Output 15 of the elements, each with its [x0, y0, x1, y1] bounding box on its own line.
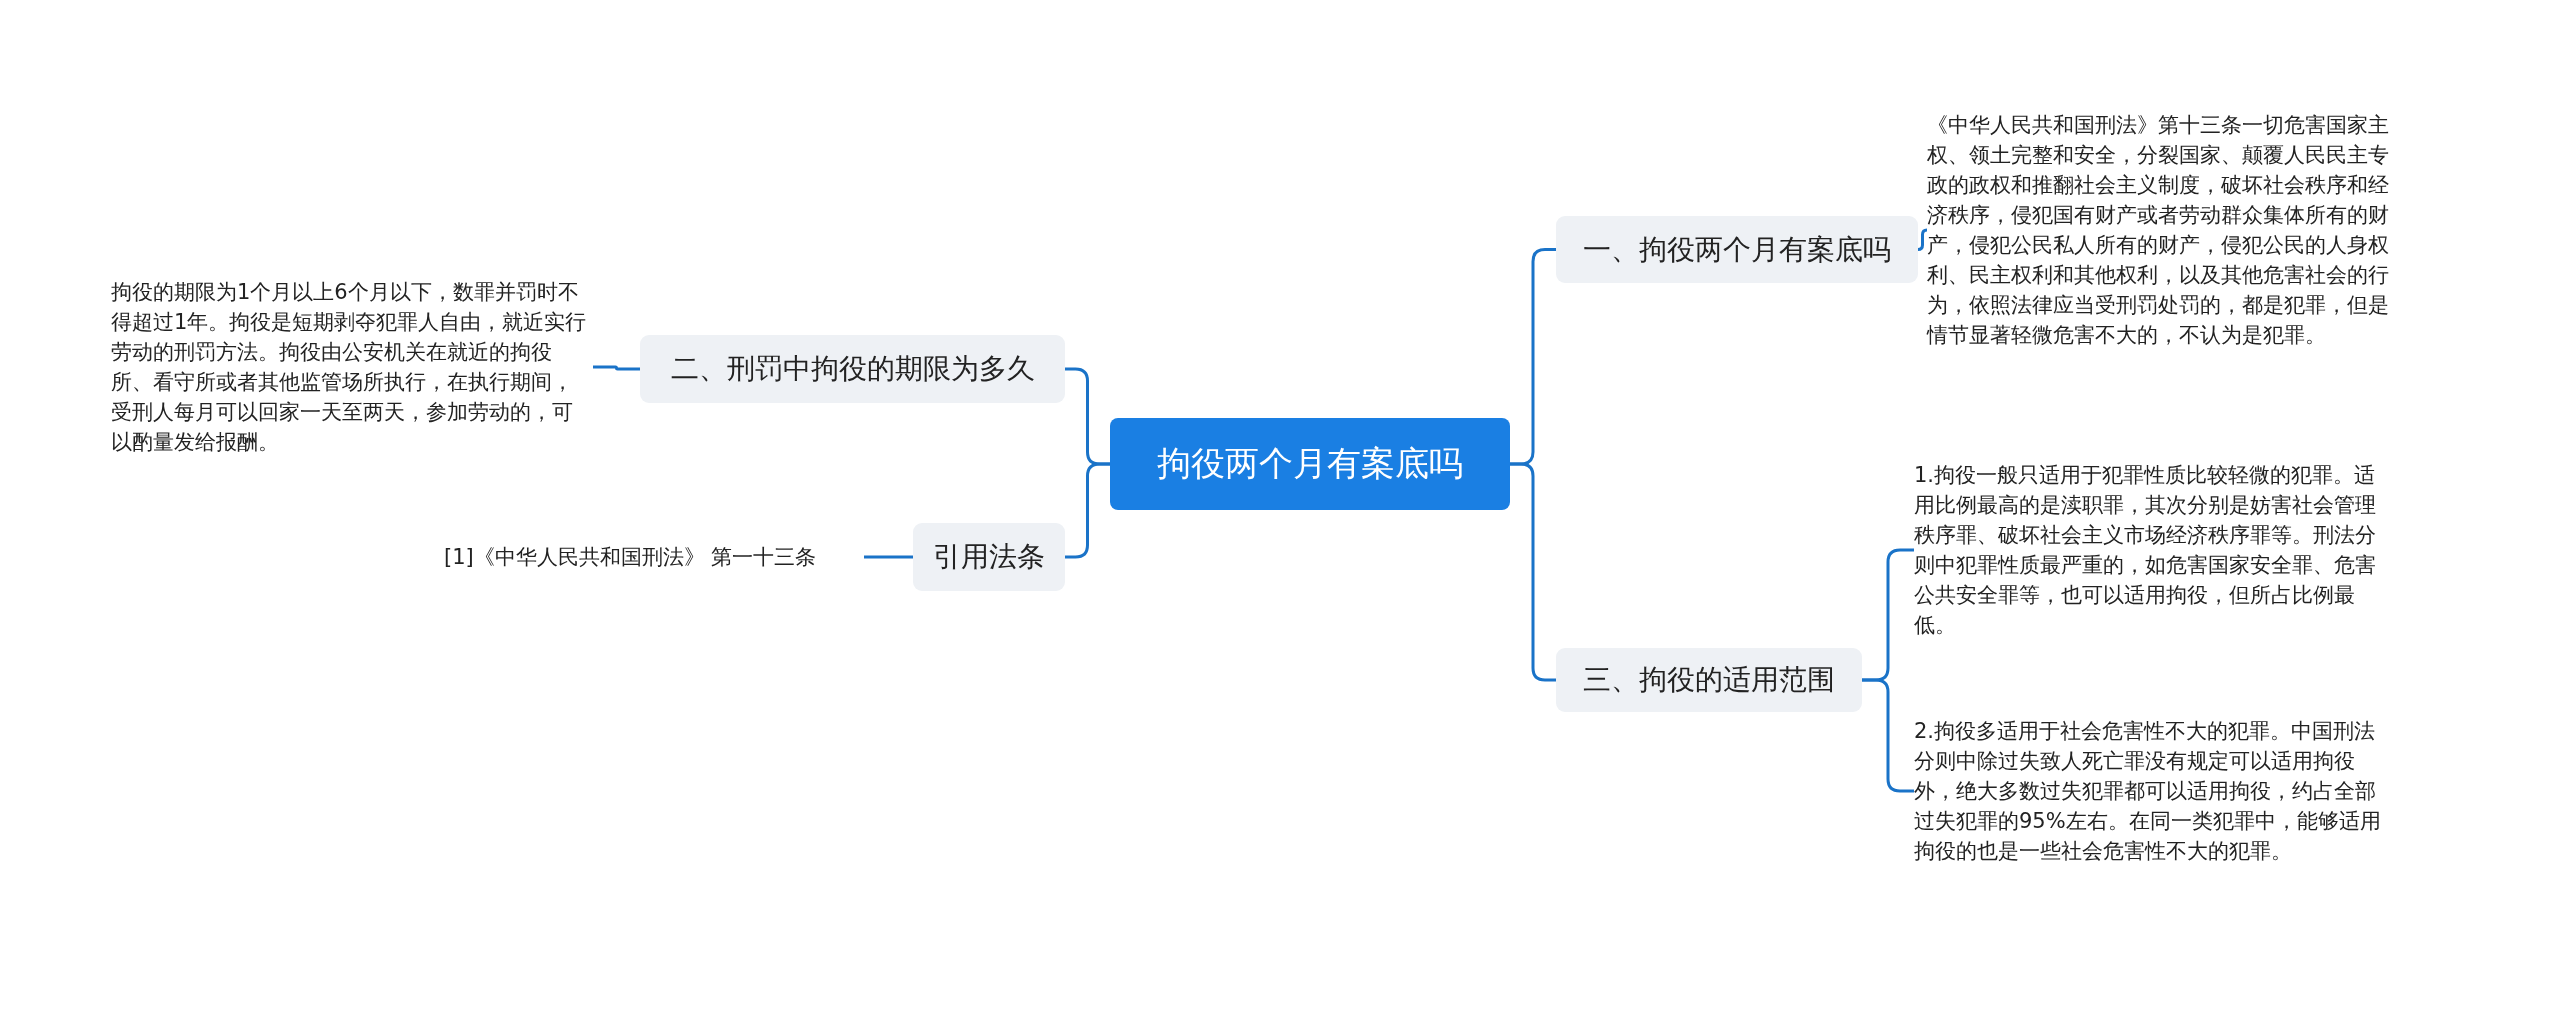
note-text: 2.拘役多适用于社会危害性不大的犯罪。中国刑法分则中除过失致人死亡罪没有规定可以适用拘役外，绝大多数过失犯罪都可以适用拘役，约占全部过失犯罪的95%左右。在同一类犯罪中，能够适用拘役的也是一些社会危害性不大的犯罪。: [1914, 716, 2396, 866]
connector-line: [593, 365, 640, 371]
connector-line: [864, 555, 913, 559]
topic-box: 引用法条: [913, 523, 1065, 591]
note-text: 1.拘役一般只适用于犯罪性质比较轻微的犯罪。适用比例最高的是渎职罪，其次分别是妨害社会管理秩序罪、破坏社会主义市场经济秩序罪等。刑法分则中犯罪性质最严重的，如危害国家安全罪、危害公共安全罪等，也可以适用拘役，但所占比例最低。: [1914, 460, 2396, 640]
note-text: 拘役的期限为1个月以上6个月以下，数罪并罚时不得超过1年。拘役是短期剥夺犯罪人自由，就近实行劳动的刑罚方法。拘役由公安机关在就近的拘役所、看守所或者其他监管场所执行，在执行期间，受刑人每月可以回家一天至两天，参加劳动的，可以酌量发给报酬。: [111, 277, 593, 457]
topic-box: 二、刑罚中拘役的期限为多久: [640, 335, 1065, 403]
central-topic-box: 拘役两个月有案底吗: [1110, 418, 1510, 510]
connector-line: [1065, 462, 1110, 559]
connector-line: [1916, 228, 1929, 251]
connector-line: [1510, 462, 1556, 682]
note-text: [1]《中华人民共和国刑法》 第一十三条: [444, 542, 864, 572]
note-text: 《中华人民共和国刑法》第十三条一切危害国家主权、领土完整和安全，分裂国家、颠覆人民民主专政的政权和推翻社会主义制度，破坏社会秩序和经济秩序，侵犯国有财产或者劳动群众集体所有的财产，侵犯公民私人所有的财产，侵犯公民的人身权利、民主权利和其他权利，以及其他危害社会的行为，依照法律应当受刑罚处罚的，都是犯罪，但是情节显著轻微危害不大的，不认为是犯罪。: [1927, 110, 2409, 350]
topic-box: 三、拘役的适用范围: [1556, 648, 1862, 712]
topic-box: 一、拘役两个月有案底吗: [1556, 216, 1918, 283]
